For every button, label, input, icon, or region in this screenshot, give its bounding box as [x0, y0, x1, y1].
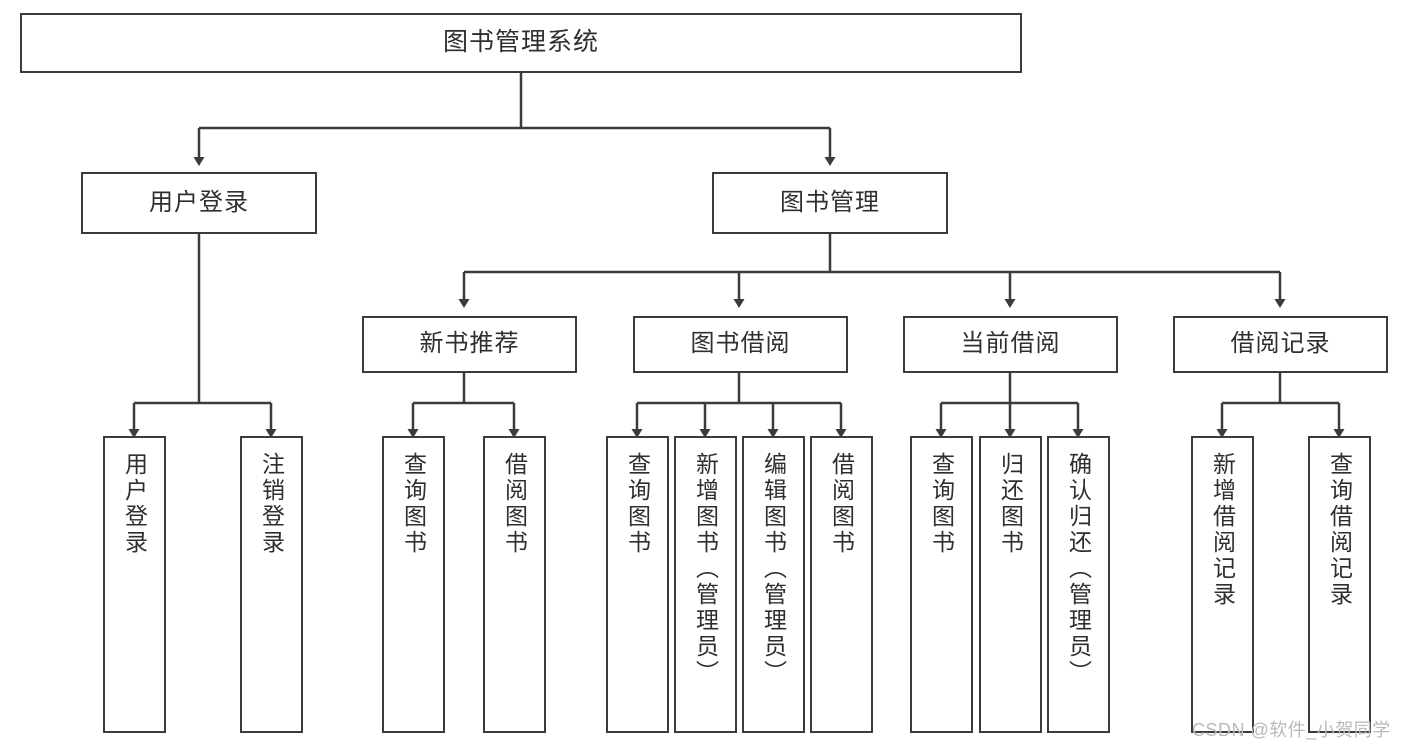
node-user-login[interactable]: 用户登录 [81, 172, 317, 234]
node-label: 归还图书 [997, 452, 1024, 556]
leaf-current-return-book[interactable]: 归还图书 [979, 436, 1042, 733]
node-label: 查询图书 [400, 452, 427, 556]
node-label: 确认归还（管理员） [1065, 452, 1092, 686]
leaf-current-query-book[interactable]: 查询图书 [910, 436, 973, 733]
node-label: 用户登录 [121, 452, 148, 556]
node-label: 图书管理 [780, 188, 880, 216]
node-label: 新增图书（管理员） [692, 452, 719, 686]
leaf-borrow-add-book-admin[interactable]: 新增图书（管理员） [674, 436, 737, 733]
leaf-user-login-logout[interactable]: 注销登录 [240, 436, 303, 733]
leaf-records-add-record[interactable]: 新增借阅记录 [1191, 436, 1254, 733]
leaf-borrow-edit-book-admin[interactable]: 编辑图书（管理员） [742, 436, 805, 733]
node-book-management[interactable]: 图书管理 [712, 172, 948, 234]
node-label: 当前借阅 [960, 330, 1061, 358]
node-label: 查询图书 [624, 452, 651, 556]
leaf-new-book-borrow[interactable]: 借阅图书 [483, 436, 546, 733]
node-new-book-recommend[interactable]: 新书推荐 [362, 316, 577, 373]
leaf-records-query-record[interactable]: 查询借阅记录 [1308, 436, 1371, 733]
node-book-borrow[interactable]: 图书借阅 [633, 316, 848, 373]
node-label: 借阅记录 [1230, 330, 1331, 358]
node-label: 查询图书 [928, 452, 955, 556]
node-label: 查询借阅记录 [1326, 452, 1353, 608]
node-borrow-records[interactable]: 借阅记录 [1173, 316, 1388, 373]
leaf-new-book-query[interactable]: 查询图书 [382, 436, 445, 733]
node-current-borrow[interactable]: 当前借阅 [903, 316, 1118, 373]
leaf-borrow-query-book[interactable]: 查询图书 [606, 436, 669, 733]
leaf-user-login-login[interactable]: 用户登录 [103, 436, 166, 733]
node-label: 用户登录 [149, 188, 249, 216]
watermark-text: CSDN @软件_小贺同学 [1192, 720, 1391, 740]
leaf-current-confirm-return-admin[interactable]: 确认归还（管理员） [1047, 436, 1110, 733]
node-label: 图书借阅 [690, 330, 791, 358]
node-label: 图书管理系统 [442, 28, 599, 57]
node-label: 新书推荐 [419, 330, 520, 358]
node-label: 借阅图书 [501, 452, 528, 556]
node-label: 借阅图书 [828, 452, 855, 556]
node-root-system[interactable]: 图书管理系统 [20, 13, 1022, 73]
node-label: 编辑图书（管理员） [760, 452, 787, 686]
leaf-borrow-borrow-book[interactable]: 借阅图书 [810, 436, 873, 733]
node-label: 新增借阅记录 [1209, 452, 1236, 608]
node-label: 注销登录 [258, 452, 285, 556]
